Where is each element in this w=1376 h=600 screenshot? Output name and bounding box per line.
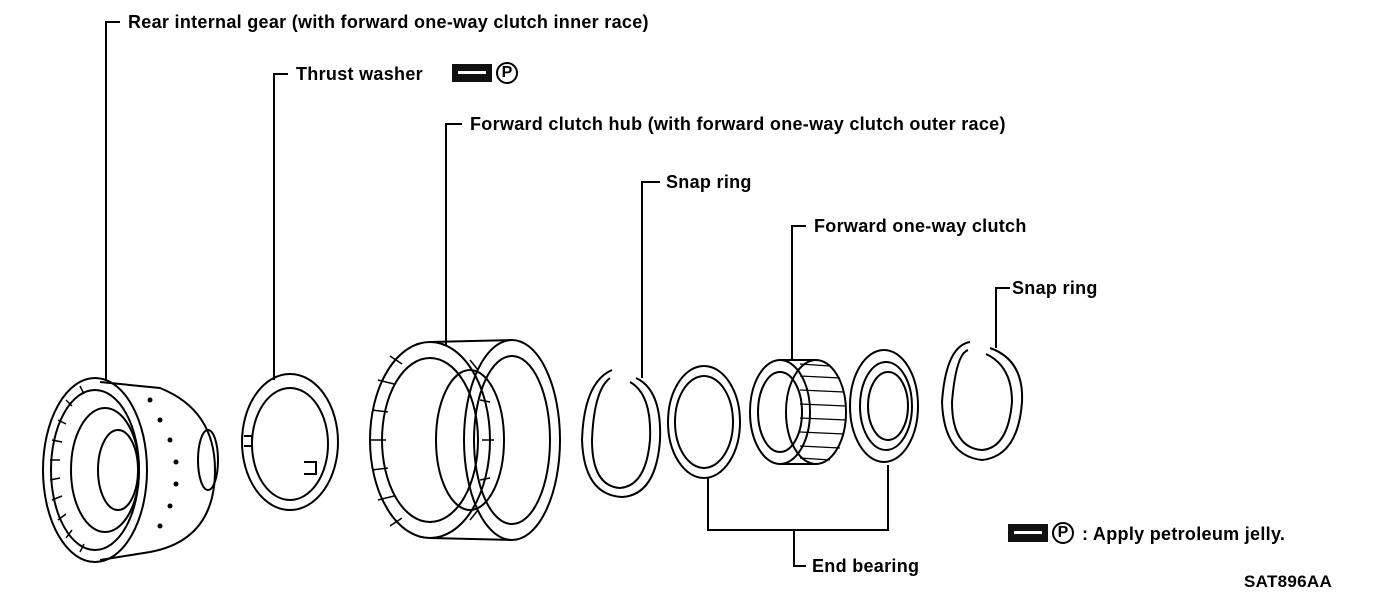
legend-text: : Apply petroleum jelly.: [1082, 524, 1286, 544]
figure-code: SAT896AA: [1244, 572, 1333, 591]
legend-symbol: P: [1008, 522, 1074, 544]
leader-forward-one-way-clutch: [791, 225, 806, 360]
leader-forward-clutch-hub: [445, 123, 462, 345]
leader-snap-ring-2: [995, 287, 1010, 348]
label-rear-internal-gear: Rear internal gear (with forward one-way…: [128, 12, 649, 32]
forward-one-way-clutch-drawing: [749, 359, 847, 465]
snap-ring-1-drawing: [580, 369, 662, 499]
p-circle-icon: P: [496, 62, 518, 84]
label-end-bearing: End bearing: [812, 556, 920, 576]
label-snap-ring-2: Snap ring: [1012, 278, 1098, 298]
thrust-washer-drawing: [241, 373, 339, 511]
petroleum-jelly-jar-icon: [1008, 524, 1048, 542]
end-bearing-2-drawing: [849, 349, 919, 463]
leader-end-bearing-stem: [793, 530, 806, 567]
label-thrust-washer: Thrust washer: [296, 64, 423, 84]
leader-snap-ring-1: [641, 181, 660, 378]
leader-lines: [105, 21, 1010, 567]
petroleum-jelly-jar-icon: [452, 64, 492, 82]
p-circle-icon: P: [1052, 522, 1074, 544]
forward-clutch-hub-drawing: [369, 339, 561, 541]
rear-internal-gear-drawing: [42, 377, 219, 563]
leader-thrust-washer: [273, 73, 288, 380]
label-snap-ring-1: Snap ring: [666, 172, 752, 192]
leader-end-bearing: [707, 465, 889, 531]
label-forward-clutch-hub: Forward clutch hub (with forward one-way…: [470, 114, 1006, 134]
leader-rear-internal-gear: [105, 21, 120, 380]
snap-ring-2-drawing: [940, 341, 1024, 462]
end-bearing-1-drawing: [667, 365, 741, 479]
label-forward-one-way-clutch: Forward one-way clutch: [814, 216, 1027, 236]
petroleum-jelly-symbol: P: [452, 62, 518, 84]
